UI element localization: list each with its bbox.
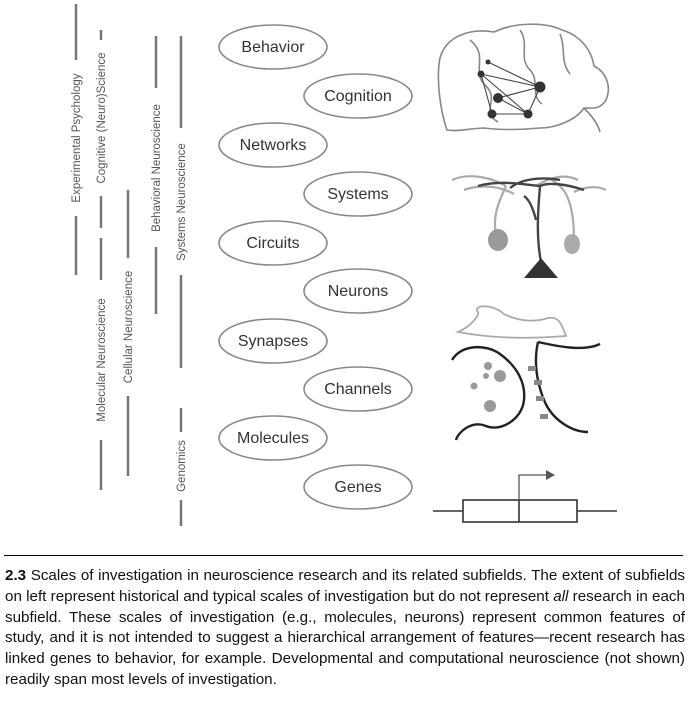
scale-label: Circuits <box>246 235 299 252</box>
figure-caption: 2.3 Scales of investigation in neuroscie… <box>5 566 685 691</box>
subfield-systems-neuroscience: Systems Neuroscience <box>176 36 188 368</box>
scale-genes: Genes <box>303 464 413 510</box>
gene-illustration <box>433 470 617 523</box>
scale-label: Synapses <box>238 333 308 350</box>
scale-networks: Networks <box>218 122 328 168</box>
brain-network-illustration <box>437 23 610 133</box>
scale-cognition: Cognition <box>303 73 413 119</box>
subfield-label-behavioral-neuroscience: Behavioral Neuroscience <box>151 104 163 232</box>
caption-text-continued: research in each subfield. These scales … <box>5 587 685 688</box>
subfield-label-cellular-neuroscience: Cellular Neuroscience <box>123 271 135 384</box>
subfield-experimental-psychology: Experimental Psychology <box>71 4 83 275</box>
subfield-label-systems-neuroscience: Systems Neuroscience <box>176 143 188 261</box>
scale-label: Networks <box>240 137 307 154</box>
subfield-label-cognitive-neuroscience: Cognitive (Neuro)Science <box>96 52 108 183</box>
subfield-behavioral-neuroscience: Behavioral Neuroscience <box>151 36 163 314</box>
neuron-circuit-illustration <box>451 175 607 278</box>
scale-circuits: Circuits <box>218 220 328 266</box>
scale-systems: Systems <box>303 171 413 217</box>
scale-label: Neurons <box>328 283 388 300</box>
scale-behavior: Behavior <box>218 24 328 70</box>
caption-emphasis: all <box>553 587 569 605</box>
synapse-illustration <box>450 305 601 441</box>
scale-label: Genes <box>334 479 381 496</box>
figure-number: 2.3 <box>5 567 27 584</box>
scale-label: Molecules <box>237 430 309 447</box>
scale-neurons: Neurons <box>303 268 413 314</box>
scale-label: Cognition <box>324 88 392 105</box>
subfield-label-genomics: Genomics <box>176 440 188 492</box>
subfield-cellular-neuroscience: Cellular Neuroscience <box>123 190 135 476</box>
caption-text: Scales of investigation in neuroscience … <box>5 567 685 605</box>
subfield-molecular-neuroscience: Molecular Neuroscience <box>96 238 108 490</box>
subfield-label-experimental-psychology: Experimental Psychology <box>71 73 83 202</box>
subfield-label-molecular-neuroscience: Molecular Neuroscience <box>96 298 108 421</box>
scale-label: Systems <box>327 186 388 203</box>
scale-molecules: Molecules <box>218 415 328 461</box>
scale-synapses: Synapses <box>218 318 328 364</box>
subfield-cognitive-neuroscience: Cognitive (Neuro)Science <box>96 30 108 228</box>
scale-label: Behavior <box>241 39 305 56</box>
subfield-genomics: Genomics <box>176 408 188 526</box>
scales-diagram: Experimental Psychology Cognitive (Neuro… <box>71 4 617 526</box>
caption-divider <box>4 555 683 556</box>
scale-channels: Channels <box>303 366 413 412</box>
scale-label: Channels <box>324 381 392 398</box>
